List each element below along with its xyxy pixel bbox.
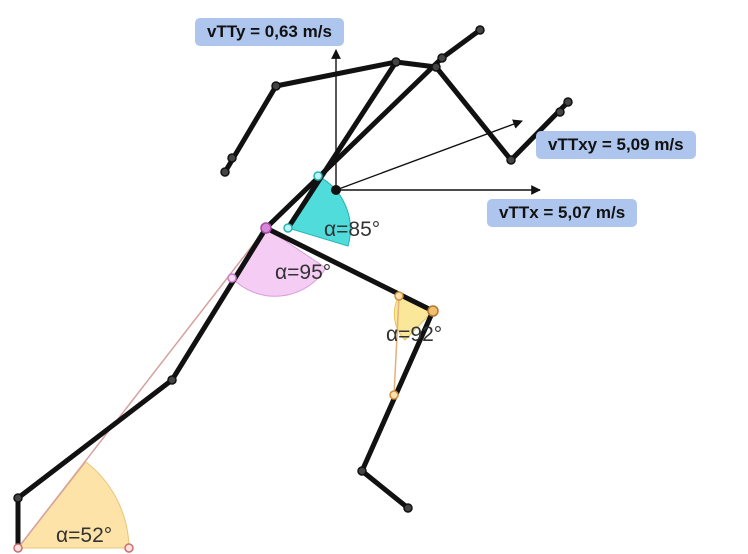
front-thigh-segment (263, 225, 436, 314)
front-toe-joint (403, 503, 413, 513)
ground-angle-sector (16, 461, 130, 549)
rear-wrist-joint (227, 153, 237, 163)
knee-angle-point (394, 291, 404, 301)
knee-reference-line (393, 295, 400, 396)
vxy-label: vTTxy = 5,09 m/s (536, 131, 696, 159)
rear-elbow-joint (271, 81, 281, 91)
rear-ankle-joint (13, 493, 23, 503)
head-joint (437, 53, 447, 63)
rear-hand-joint (220, 167, 230, 177)
shoulder-angle-label: α=85° (324, 218, 380, 241)
ground-angle-label: α=52° (56, 524, 112, 547)
front-wrist-joint (555, 107, 565, 117)
hip-angle-label: α=95° (275, 261, 331, 284)
vxy-vector (335, 119, 523, 191)
shoulder-angle-point (313, 171, 323, 181)
rear-thigh-segment (169, 225, 269, 383)
front-foot-segment (359, 468, 411, 511)
rear-toe-joint (13, 543, 23, 553)
trunk-segment (263, 55, 445, 231)
head-top-joint (475, 25, 485, 35)
front-upper-arm-segment (433, 64, 514, 163)
velocity-vectors (331, 49, 541, 195)
ground-angle-point (124, 543, 134, 553)
center-of-mass-point (331, 185, 341, 195)
knee-angle-label: α=92° (386, 323, 442, 346)
knee-angle-point-2 (389, 390, 399, 400)
front-ankle-joint (357, 466, 367, 476)
vx-label: vTTx = 5,07 m/s (487, 199, 638, 227)
front-elbow-joint (506, 155, 516, 165)
shoulder-joint-2 (431, 62, 441, 72)
front-knee-joint (427, 305, 439, 317)
front-shank-segment (359, 308, 436, 474)
rear-shank-segment (15, 377, 175, 501)
joints (13, 25, 573, 553)
neck-segment (439, 27, 483, 61)
shoulder-line (393, 59, 439, 70)
hip-angle-point-2 (227, 273, 237, 283)
ground-reference-line (17, 227, 267, 549)
hip-joint (260, 222, 272, 234)
shoulder-joint (391, 57, 401, 67)
rear-knee-joint (167, 375, 177, 385)
front-hand-joint (563, 97, 573, 107)
hip-angle-point (283, 223, 293, 233)
trunk-segment-2 (285, 59, 399, 231)
vy-label: vTTy = 0,63 m/s (195, 18, 344, 46)
